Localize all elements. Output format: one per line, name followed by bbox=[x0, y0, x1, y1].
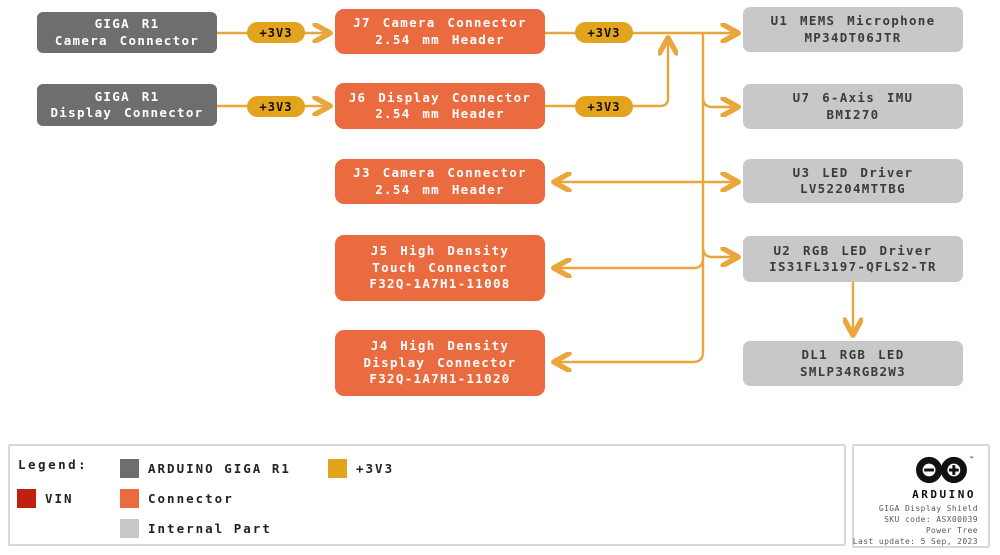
document-info: GIGA Display Shield SKU code: ASX00039 P… bbox=[853, 503, 978, 547]
node-line: Touch Connector bbox=[372, 259, 508, 275]
node-line: U2 RGB LED Driver bbox=[773, 242, 933, 258]
arduino-logo-icon: ™ bbox=[915, 456, 974, 484]
node-line: U3 LED Driver bbox=[792, 164, 914, 180]
node-dl1-rgb-led: DL1 RGB LED SMLP34RGB2W3 bbox=[743, 341, 963, 386]
legend-swatch-internal-part bbox=[120, 519, 139, 538]
node-line: 2.54 mm Header bbox=[375, 31, 505, 47]
node-j7-camera-connector: J7 Camera Connector 2.54 mm Header bbox=[335, 9, 545, 54]
document-info-line: SKU code: ASX00039 bbox=[884, 515, 978, 524]
rail-badge-label: +3V3 bbox=[259, 99, 293, 114]
node-line: J7 Camera Connector bbox=[353, 15, 527, 30]
legend-panel bbox=[8, 444, 846, 546]
legend-label-connector: Connector bbox=[148, 491, 234, 506]
wire-bus-to-j4 bbox=[556, 31, 705, 362]
node-line: GIGA R1 bbox=[94, 88, 160, 104]
node-line: SMLP34RGB2W3 bbox=[800, 363, 906, 379]
rail-badge-3v3: +3V3 bbox=[247, 22, 305, 43]
node-line: GIGA R1 bbox=[94, 16, 160, 31]
legend-label-3v3: +3V3 bbox=[356, 461, 395, 476]
wire-bus-to-u7 bbox=[701, 95, 736, 107]
node-line: 2.54 mm Header bbox=[375, 181, 505, 197]
node-line: LV52204MTTBG bbox=[800, 181, 906, 196]
brand-panel: ™ ARDUINO GIGA Display Shield SKU code: … bbox=[852, 444, 990, 548]
document-info-line: Last update: 5 Sep, 2023 bbox=[852, 537, 978, 546]
node-line: IS31FL3197-QFLS2-TR bbox=[769, 259, 937, 274]
document-info-line: Power Tree bbox=[925, 526, 978, 535]
legend-swatch-vin bbox=[17, 489, 36, 508]
node-j4-display-connector: J4 High Density Display Connector F32Q-1… bbox=[335, 330, 545, 396]
legend-title: Legend: bbox=[18, 457, 89, 472]
legend-label-vin: VIN bbox=[45, 491, 74, 506]
node-u2-rgb-led-driver: U2 RGB LED Driver IS31FL3197-QFLS2-TR bbox=[743, 236, 963, 282]
legend-swatch-connector bbox=[120, 489, 139, 508]
rail-badge-label: +3V3 bbox=[259, 25, 293, 40]
node-line: J4 High Density bbox=[370, 338, 510, 354]
node-line: F32Q-1A7H1-11020 bbox=[369, 371, 511, 387]
node-line: J5 High Density bbox=[370, 243, 510, 259]
node-line: U1 MEMS Microphone bbox=[770, 13, 936, 28]
rail-badge-3v3: +3V3 bbox=[247, 96, 305, 117]
arduino-wordmark: ARDUINO bbox=[912, 488, 976, 501]
wire-bus-to-j5 bbox=[556, 256, 705, 268]
node-line: BMI270 bbox=[826, 106, 880, 122]
trademark-symbol: ™ bbox=[970, 456, 974, 463]
node-line: Display Connector bbox=[363, 354, 517, 370]
node-u1-mems-microphone: U1 MEMS Microphone MP34DT06JTR bbox=[743, 7, 963, 52]
node-giga-r1-camera-connector: GIGA R1 Camera Connector bbox=[37, 12, 217, 53]
node-line: U7 6-Axis IMU bbox=[792, 90, 914, 105]
node-line: Camera Connector bbox=[54, 32, 200, 48]
legend-label-internal-part: Internal Part bbox=[148, 521, 272, 536]
node-line: MP34DT06JTR bbox=[804, 29, 902, 45]
node-line: F32Q-1A7H1-11008 bbox=[369, 276, 511, 292]
node-j5-touch-connector: J5 High Density Touch Connector F32Q-1A7… bbox=[335, 235, 545, 301]
node-line: J6 Display Connector bbox=[348, 89, 532, 105]
node-line: J3 Camera Connector bbox=[353, 165, 527, 180]
node-line: Display Connector bbox=[50, 105, 204, 120]
legend-swatch-3v3 bbox=[328, 459, 347, 478]
document-info-line: GIGA Display Shield bbox=[878, 504, 978, 513]
node-u3-led-driver: U3 LED Driver LV52204MTTBG bbox=[743, 159, 963, 203]
wire-3v3-up-to-rail bbox=[631, 40, 668, 108]
node-giga-r1-display-connector: GIGA R1 Display Connector bbox=[37, 84, 217, 126]
node-j3-camera-connector: J3 Camera Connector 2.54 mm Header bbox=[335, 159, 545, 204]
legend-swatch-arduino-giga-r1 bbox=[120, 459, 139, 478]
wire-bus-to-u2 bbox=[701, 245, 736, 257]
node-u7-imu: U7 6-Axis IMU BMI270 bbox=[743, 84, 963, 129]
legend-label-arduino-giga-r1: ARDUINO GIGA R1 bbox=[148, 461, 291, 476]
rail-badge-label: +3V3 bbox=[587, 25, 621, 40]
node-line: DL1 RGB LED bbox=[801, 347, 905, 362]
node-j6-display-connector: J6 Display Connector 2.54 mm Header bbox=[335, 83, 545, 129]
rail-badge-3v3: +3V3 bbox=[575, 22, 633, 43]
rail-badge-label: +3V3 bbox=[587, 99, 621, 114]
rail-badge-3v3: +3V3 bbox=[575, 96, 633, 117]
node-line: 2.54 mm Header bbox=[375, 106, 505, 121]
